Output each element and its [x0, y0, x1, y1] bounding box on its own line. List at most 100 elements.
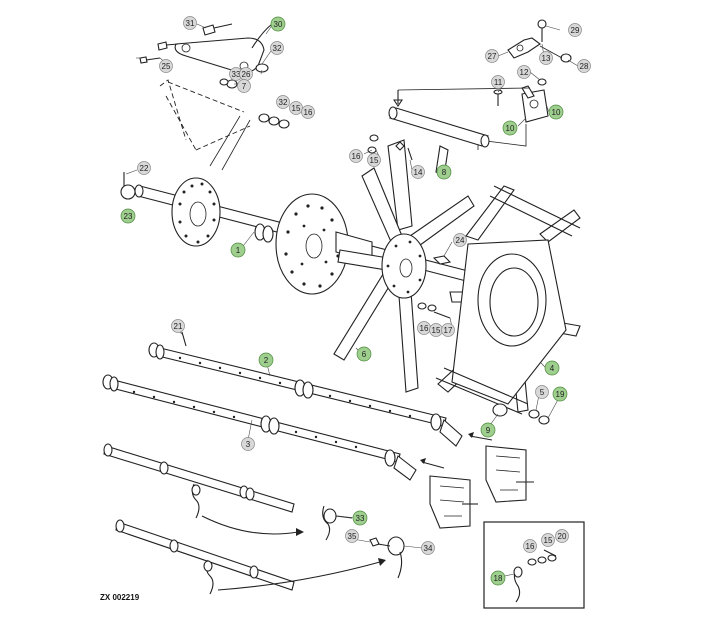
callout-label: 9 — [486, 426, 491, 435]
callout-12: 12 — [517, 65, 531, 79]
callout-31: 31 — [183, 16, 197, 30]
callout-label: 17 — [444, 326, 453, 335]
callout-circle — [367, 153, 381, 167]
callout-circle — [485, 49, 499, 63]
callout-label: 8 — [442, 168, 447, 177]
disc-1-holes — [178, 182, 216, 244]
callout-label: 31 — [186, 19, 195, 28]
callout-circle — [490, 570, 506, 586]
callout-10: 10 — [548, 104, 564, 120]
callout-label: 22 — [140, 164, 149, 173]
callout-circle — [183, 16, 197, 30]
tine-bars — [102, 331, 493, 481]
callout-27: 27 — [485, 49, 499, 63]
callout-label: 20 — [558, 532, 567, 541]
callout-label: 30 — [274, 20, 283, 29]
callout-label: 15 — [432, 326, 441, 335]
callout-label: 23 — [124, 212, 133, 221]
callout-label: 26 — [242, 70, 251, 79]
callout-circle — [120, 208, 136, 224]
spider-arms — [333, 134, 475, 393]
callout-circle — [230, 242, 246, 258]
callout-32: 32 — [276, 95, 290, 109]
callout-label: 32 — [273, 44, 282, 53]
callout-15: 15 — [541, 533, 555, 547]
callout-label: 15 — [370, 156, 379, 165]
disc-2-holes — [284, 204, 340, 288]
callout-circle — [270, 41, 284, 55]
callout-label: 24 — [456, 236, 465, 245]
callout-30: 30 — [270, 16, 286, 32]
callout-7: 7 — [237, 79, 251, 93]
callout-20: 20 — [555, 529, 569, 543]
callout-19: 19 — [552, 386, 568, 402]
callout-circle — [345, 529, 359, 543]
callout-circle — [352, 510, 368, 526]
callout-circle — [237, 79, 251, 93]
callout-label: 33 — [232, 70, 241, 79]
callout-circle — [541, 533, 555, 547]
bearing-housings — [429, 445, 534, 529]
upper-right-linkage — [392, 19, 572, 150]
callout-16: 16 — [523, 539, 537, 553]
callout-label: 11 — [494, 78, 503, 87]
lower-tine-detail — [103, 443, 405, 595]
callout-29: 29 — [568, 23, 582, 37]
callout-4: 4 — [544, 360, 560, 376]
callout-circle — [421, 541, 435, 555]
callout-circle — [276, 95, 290, 109]
callout-circle — [453, 233, 467, 247]
callout-label: 16 — [526, 542, 535, 551]
callout-9: 9 — [480, 422, 496, 438]
callout-circle — [436, 164, 452, 180]
callout-5: 5 — [535, 385, 549, 399]
callout-label: 35 — [348, 532, 357, 541]
callout-18: 18 — [490, 570, 506, 586]
callout-circle — [555, 529, 569, 543]
callout-circle — [411, 165, 425, 179]
callout-22: 22 — [137, 161, 151, 175]
callout-label: 2 — [264, 356, 269, 365]
callout-circle — [258, 352, 274, 368]
callout-25: 25 — [159, 59, 173, 73]
callout-16: 16 — [349, 149, 363, 163]
callout-15: 15 — [429, 323, 443, 337]
callout-label: 10 — [506, 124, 515, 133]
callout-10: 10 — [502, 120, 518, 136]
callout-circle — [548, 104, 564, 120]
callout-circle — [356, 346, 372, 362]
callout-6: 6 — [356, 346, 372, 362]
callout-label: 33 — [356, 514, 365, 523]
callout-label: 6 — [362, 350, 367, 359]
callout-label: 14 — [414, 168, 423, 177]
callout-2: 2 — [258, 352, 274, 368]
callout-label: 19 — [556, 390, 565, 399]
callout-circle — [301, 105, 315, 119]
callout-label: 15 — [544, 536, 553, 545]
callout-label: 5 — [540, 388, 545, 397]
callout-34: 34 — [421, 541, 435, 555]
callout-label: 29 — [571, 26, 580, 35]
callout-circle — [241, 437, 255, 451]
callout-32: 32 — [270, 41, 284, 55]
callout-circle — [544, 360, 560, 376]
callout-label: 1 — [236, 246, 241, 255]
callout-13: 13 — [539, 51, 553, 65]
callout-15: 15 — [289, 101, 303, 115]
callout-label: 13 — [542, 54, 551, 63]
callout-24: 24 — [453, 233, 467, 247]
callout-8: 8 — [436, 164, 452, 180]
callout-label: 16 — [304, 108, 313, 117]
callout-circle — [517, 65, 531, 79]
callout-17: 17 — [441, 323, 455, 337]
callout-circle — [552, 386, 568, 402]
callout-label: 7 — [242, 82, 247, 91]
callout-26: 26 — [239, 67, 253, 81]
callout-circle — [441, 323, 455, 337]
callout-label: 16 — [420, 324, 429, 333]
callout-circle — [539, 51, 553, 65]
callout-circle — [535, 385, 549, 399]
callout-circle — [568, 23, 582, 37]
callout-16: 16 — [301, 105, 315, 119]
